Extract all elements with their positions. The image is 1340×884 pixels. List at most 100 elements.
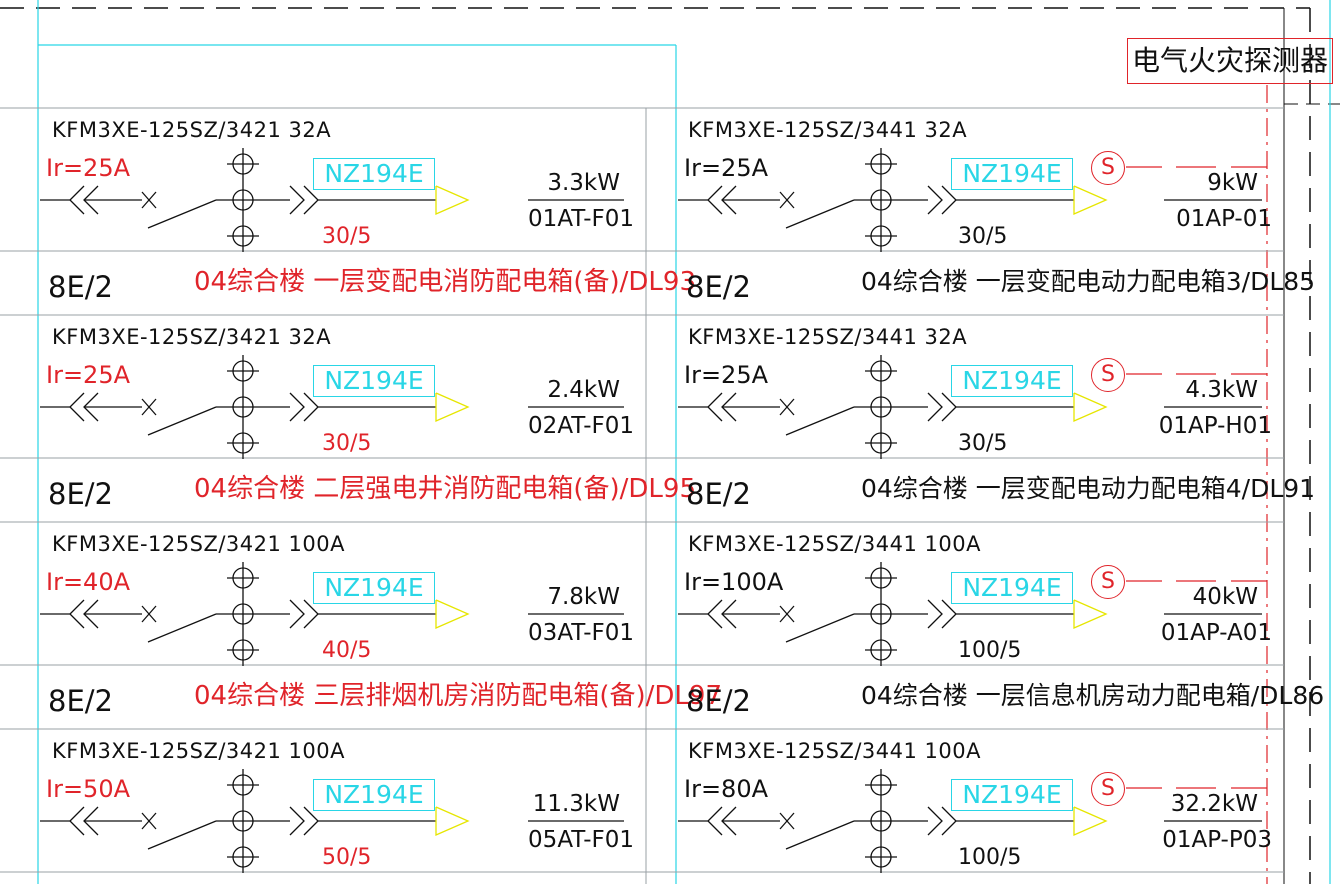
- plug-connector-icon: [303, 806, 319, 836]
- outgoing-arrow-icon: [435, 185, 470, 215]
- energy-meter-label: NZ194E: [313, 572, 435, 604]
- breaker-model: KFM3XE-125SZ/3421 100A: [52, 739, 346, 763]
- plug-connector-icon: [941, 185, 957, 215]
- energy-meter-label: NZ194E: [313, 158, 435, 190]
- plug-connector-icon: [941, 392, 957, 422]
- cable-spec: 8E/2: [686, 270, 751, 304]
- ct-ratio: 100/5: [958, 845, 1022, 870]
- plug-connector-icon: [289, 599, 305, 629]
- cable-spec: 8E/2: [48, 477, 113, 511]
- plug-connector-icon: [707, 806, 723, 836]
- ct-ratio: 30/5: [322, 224, 372, 249]
- plug-connector-icon: [927, 599, 943, 629]
- breaker-cross-icon: [141, 398, 157, 416]
- panel-code: 01AP-P03: [1162, 827, 1272, 853]
- plug-connector-icon: [69, 599, 85, 629]
- switch-blade-icon: [147, 406, 217, 436]
- panel-code: 03AT-F01: [528, 620, 634, 646]
- plug-connector-icon: [69, 806, 85, 836]
- load-power: 4.3kW: [1185, 377, 1258, 403]
- panel-code: 01AT-F01: [528, 206, 634, 232]
- cable-spec: 8E/2: [48, 684, 113, 718]
- plug-connector-icon: [707, 185, 723, 215]
- plug-connector-icon: [941, 599, 957, 629]
- breaker-cross-icon: [141, 605, 157, 623]
- fire-detector-label: 电气火灾探测器: [1127, 38, 1334, 84]
- load-power: 11.3kW: [532, 791, 620, 817]
- plug-connector-icon: [69, 392, 85, 422]
- panel-code: 02AT-F01: [528, 413, 634, 439]
- fire-sensor-icon: S: [1091, 358, 1125, 392]
- breaker-model: KFM3XE-125SZ/3441 32A: [688, 325, 968, 349]
- ct-ratio: 100/5: [958, 638, 1022, 663]
- ct-ratio: 30/5: [958, 431, 1008, 456]
- panel-code: 01AP-A01: [1160, 620, 1272, 646]
- outgoing-arrow-icon: [1073, 599, 1108, 629]
- cable-spec: 8E/2: [686, 477, 751, 511]
- breaker-cross-icon: [141, 812, 157, 830]
- plug-connector-icon: [303, 392, 319, 422]
- energy-meter-label: NZ194E: [951, 572, 1073, 604]
- breaker-cross-icon: [779, 398, 795, 416]
- plug-connector-icon: [707, 392, 723, 422]
- circuit-description: 04综合楼 三层排烟机房消防配电箱(备)/DL97: [194, 681, 722, 711]
- load-power: 3.3kW: [547, 170, 620, 196]
- energy-meter-label: NZ194E: [951, 158, 1073, 190]
- switch-blade-icon: [785, 406, 855, 436]
- energy-meter-label: NZ194E: [951, 365, 1073, 397]
- load-power: 32.2kW: [1170, 791, 1258, 817]
- plug-connector-icon: [941, 806, 957, 836]
- trip-current: Ir=25A: [684, 154, 769, 182]
- plug-connector-icon: [927, 806, 943, 836]
- load-power: 7.8kW: [547, 584, 620, 610]
- breaker-model: KFM3XE-125SZ/3441 100A: [688, 739, 982, 763]
- panel-code: 01AP-H01: [1158, 413, 1272, 439]
- switch-blade-icon: [785, 820, 855, 850]
- panel-code: 05AT-F01: [528, 827, 634, 853]
- plug-connector-icon: [927, 185, 943, 215]
- energy-meter-label: NZ194E: [313, 365, 435, 397]
- circuit-description: 04综合楼 一层变配电消防配电箱(备)/DL93: [194, 267, 696, 297]
- plug-connector-icon: [289, 806, 305, 836]
- plug-connector-icon: [303, 185, 319, 215]
- plug-connector-icon: [289, 392, 305, 422]
- cable-spec: 8E/2: [686, 684, 751, 718]
- breaker-cross-icon: [779, 812, 795, 830]
- plug-connector-icon: [303, 599, 319, 629]
- ct-ratio: 30/5: [958, 224, 1008, 249]
- plug-connector-icon: [927, 392, 943, 422]
- trip-current: Ir=100A: [684, 568, 784, 596]
- breaker-cross-icon: [779, 191, 795, 209]
- load-power: 9kW: [1207, 170, 1258, 196]
- trip-current: Ir=25A: [684, 361, 769, 389]
- fire-sensor-icon: S: [1091, 565, 1125, 599]
- ct-ratio: 30/5: [322, 431, 372, 456]
- breaker-model: KFM3XE-125SZ/3421 32A: [52, 325, 332, 349]
- load-power: 40kW: [1192, 584, 1258, 610]
- trip-current: Ir=40A: [46, 568, 131, 596]
- trip-current: Ir=25A: [46, 361, 131, 389]
- ct-ratio: 50/5: [322, 845, 372, 870]
- fire-sensor-icon: S: [1091, 772, 1125, 806]
- circuit-description: 04综合楼 一层信息机房动力配电箱/DL86: [861, 681, 1325, 710]
- outgoing-arrow-icon: [435, 599, 470, 629]
- plug-connector-icon: [707, 599, 723, 629]
- switch-blade-icon: [785, 199, 855, 229]
- switch-blade-icon: [147, 613, 217, 643]
- circuit-description: 04综合楼 二层强电井消防配电箱(备)/DL95: [194, 474, 696, 504]
- trip-current: Ir=80A: [684, 775, 769, 803]
- ct-ratio: 40/5: [322, 638, 372, 663]
- panel-code: 01AP-01: [1176, 206, 1272, 232]
- breaker-model: KFM3XE-125SZ/3421 100A: [52, 532, 346, 556]
- outgoing-arrow-icon: [435, 806, 470, 836]
- breaker-cross-icon: [141, 191, 157, 209]
- load-power: 2.4kW: [547, 377, 620, 403]
- switch-blade-icon: [785, 613, 855, 643]
- energy-meter-label: NZ194E: [951, 779, 1073, 811]
- fire-sensor-icon: S: [1091, 151, 1125, 185]
- outgoing-arrow-icon: [435, 392, 470, 422]
- plug-connector-icon: [289, 185, 305, 215]
- trip-current: Ir=50A: [46, 775, 131, 803]
